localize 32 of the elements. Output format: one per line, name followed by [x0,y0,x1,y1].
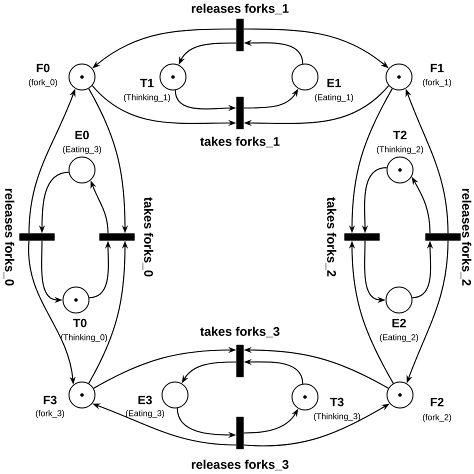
place-label: (fork_1) [421,78,453,88]
place-name: T0 [72,318,88,328]
place-name: F1 [429,62,445,74]
place-name: E3 [136,394,154,406]
place-label: (Thinking_1) [122,93,172,103]
place-label: (Thinking_2) [375,145,425,155]
transition-label: takes forks_2 [326,197,336,276]
place-name: E2 [390,318,408,328]
place-label: (Eating_1) [313,93,355,103]
place-name: F2 [429,396,445,408]
place-label: (fork_2) [421,413,453,423]
place-name: T1 [139,78,155,88]
place-label: (Eating_3) [124,409,166,419]
place-label: (fork_0) [27,78,59,88]
transition-label: takes forks_3 [200,326,280,338]
transition-label: releases forks_2 [460,188,472,286]
place-label: (Thinking_3) [312,412,362,422]
place-name: F3 [42,394,58,406]
place-name: T2 [392,130,408,140]
transition-label: releases forks_0 [4,188,14,286]
place-name: E1 [326,78,342,88]
transition-label: releases forks_3 [192,460,288,470]
transition-label: releases forks_1 [192,4,289,14]
place-name: F0 [35,62,51,74]
place-name: E0 [74,130,90,140]
place-label: (Thinking_0) [59,333,109,343]
transition-label: takes forks_0 [142,197,154,276]
place-label: (Eating_2) [378,333,420,343]
place-label: (fork_3) [34,409,66,419]
place-label: (Eating_3) [61,145,103,155]
place-name: T3 [329,396,345,408]
transition-label: takes forks_1 [200,136,280,148]
